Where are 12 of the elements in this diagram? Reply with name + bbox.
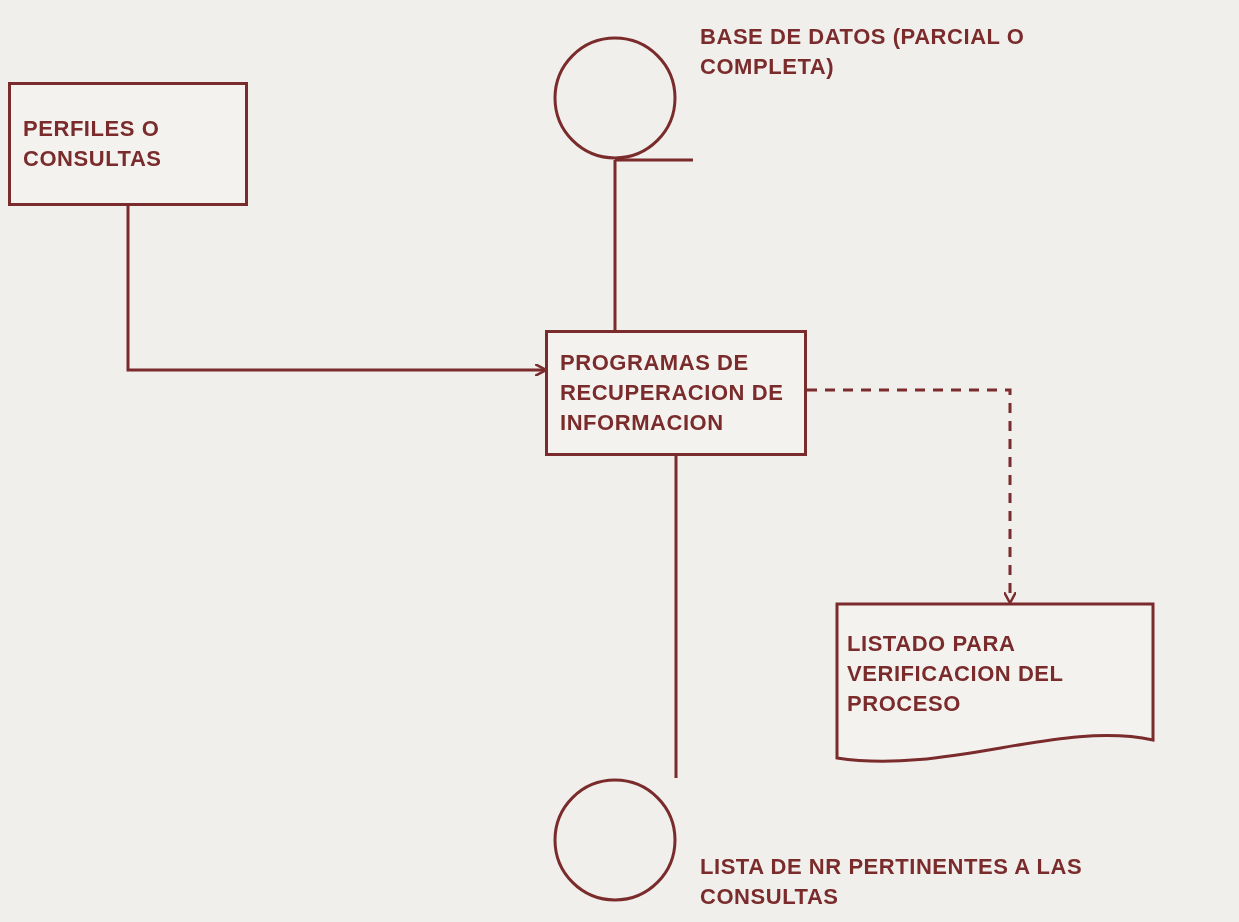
process-box [8, 82, 248, 206]
tape-circle [553, 778, 677, 902]
connector-line [613, 160, 617, 330]
node-caption: LISTA DE NR PERTINENTES A LAS CONSULTAS [700, 853, 1084, 912]
process-box [545, 330, 807, 456]
tape-circle [553, 36, 677, 160]
connector-line [674, 456, 678, 778]
node-label: PROGRAMAS DE RECUPERACION DE INFORMACION [560, 348, 785, 438]
dashed-arrow [807, 388, 1018, 605]
node-caption: BASE DE DATOS (PARCIAL O COMPLETA) [700, 23, 1026, 82]
node-label: PERFILES O CONSULTAS [23, 114, 163, 173]
node-label: LISTADO PARA VERIFICACION DEL PROCESO [847, 629, 1065, 719]
